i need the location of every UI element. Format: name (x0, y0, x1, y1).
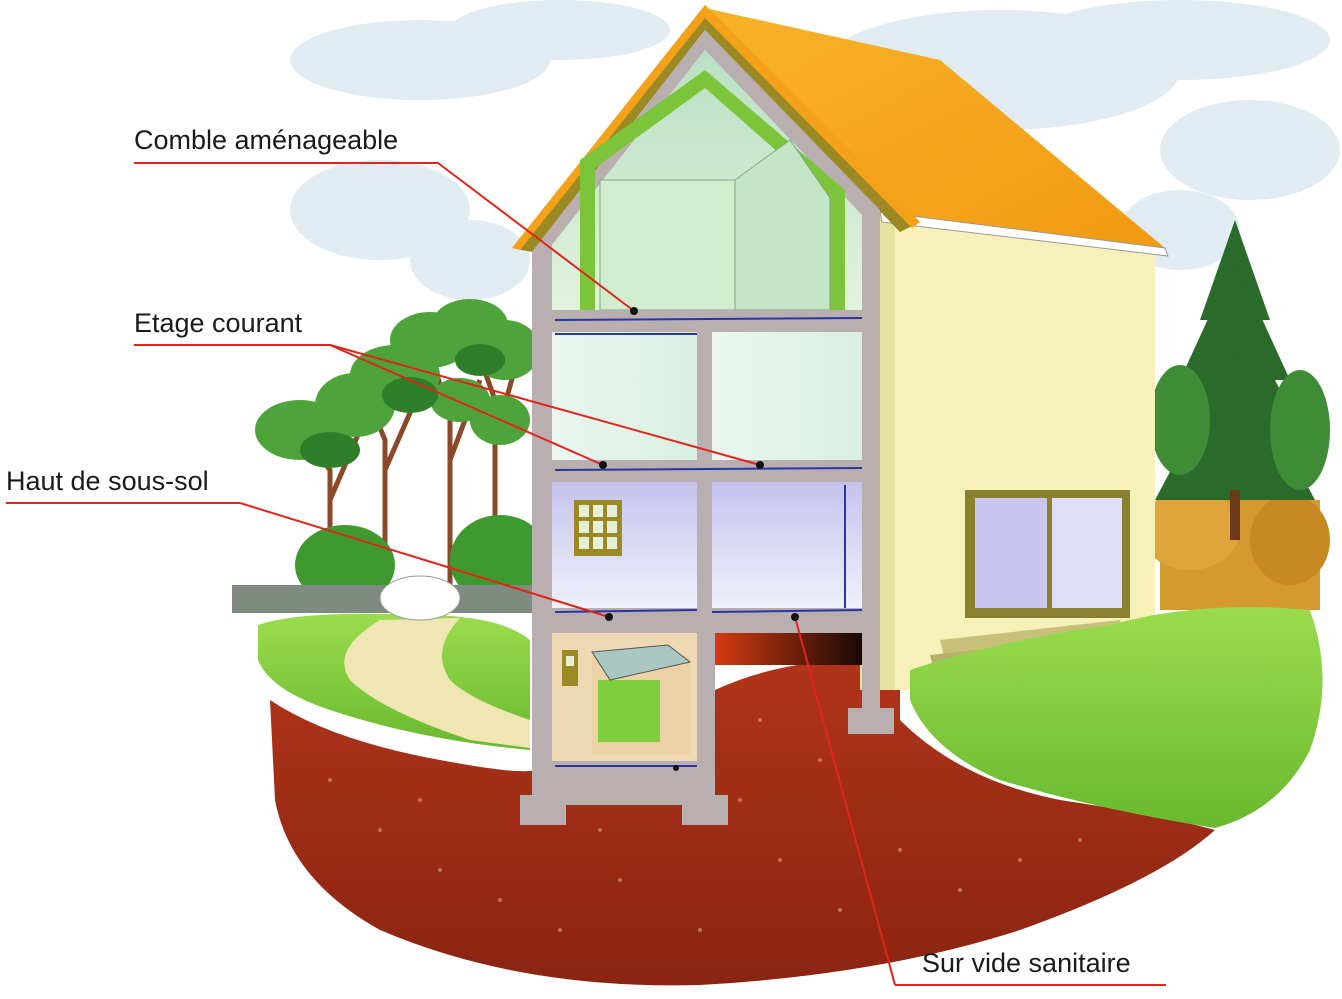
garage-door (591, 644, 692, 681)
attic-frame (580, 70, 845, 310)
manhole (379, 575, 461, 621)
roof-side (705, 8, 1165, 248)
ground-floor-right (712, 482, 862, 608)
slab-attic (532, 310, 880, 332)
label-sur-vide-sanitaire: Sur vide sanitaire (922, 948, 1131, 978)
attic-back (734, 139, 831, 311)
soil-speckles (328, 718, 1082, 932)
first-floor-left (552, 332, 697, 460)
patio-door (965, 490, 1130, 618)
leader-dots (599, 307, 799, 771)
basement-window (562, 650, 578, 686)
basement-window-pane (566, 656, 574, 666)
floor-blue-lines (554, 317, 863, 613)
first-floor-partition (697, 332, 712, 460)
attic-inner-wall (599, 179, 736, 311)
garden-path (344, 618, 530, 748)
roof-gutter (879, 211, 1169, 257)
ground-floor-left (552, 482, 697, 608)
slab-first (532, 460, 880, 482)
label-comble-amenageable: Comble aménageable (134, 125, 399, 155)
lawn-right (910, 607, 1323, 828)
garage-outside (598, 680, 660, 742)
first-floor-right (712, 332, 862, 460)
label-etage-courant: Etage courant (134, 308, 303, 338)
ground-floor-partition (697, 482, 712, 608)
trees-right (1140, 220, 1330, 610)
leader-lines (6, 162, 1166, 986)
soil (270, 660, 1215, 986)
slab-basement (532, 761, 715, 783)
label-haut-de-sous-sol: Haut de sous-sol (6, 466, 209, 496)
footings (520, 690, 894, 825)
window (574, 500, 622, 556)
